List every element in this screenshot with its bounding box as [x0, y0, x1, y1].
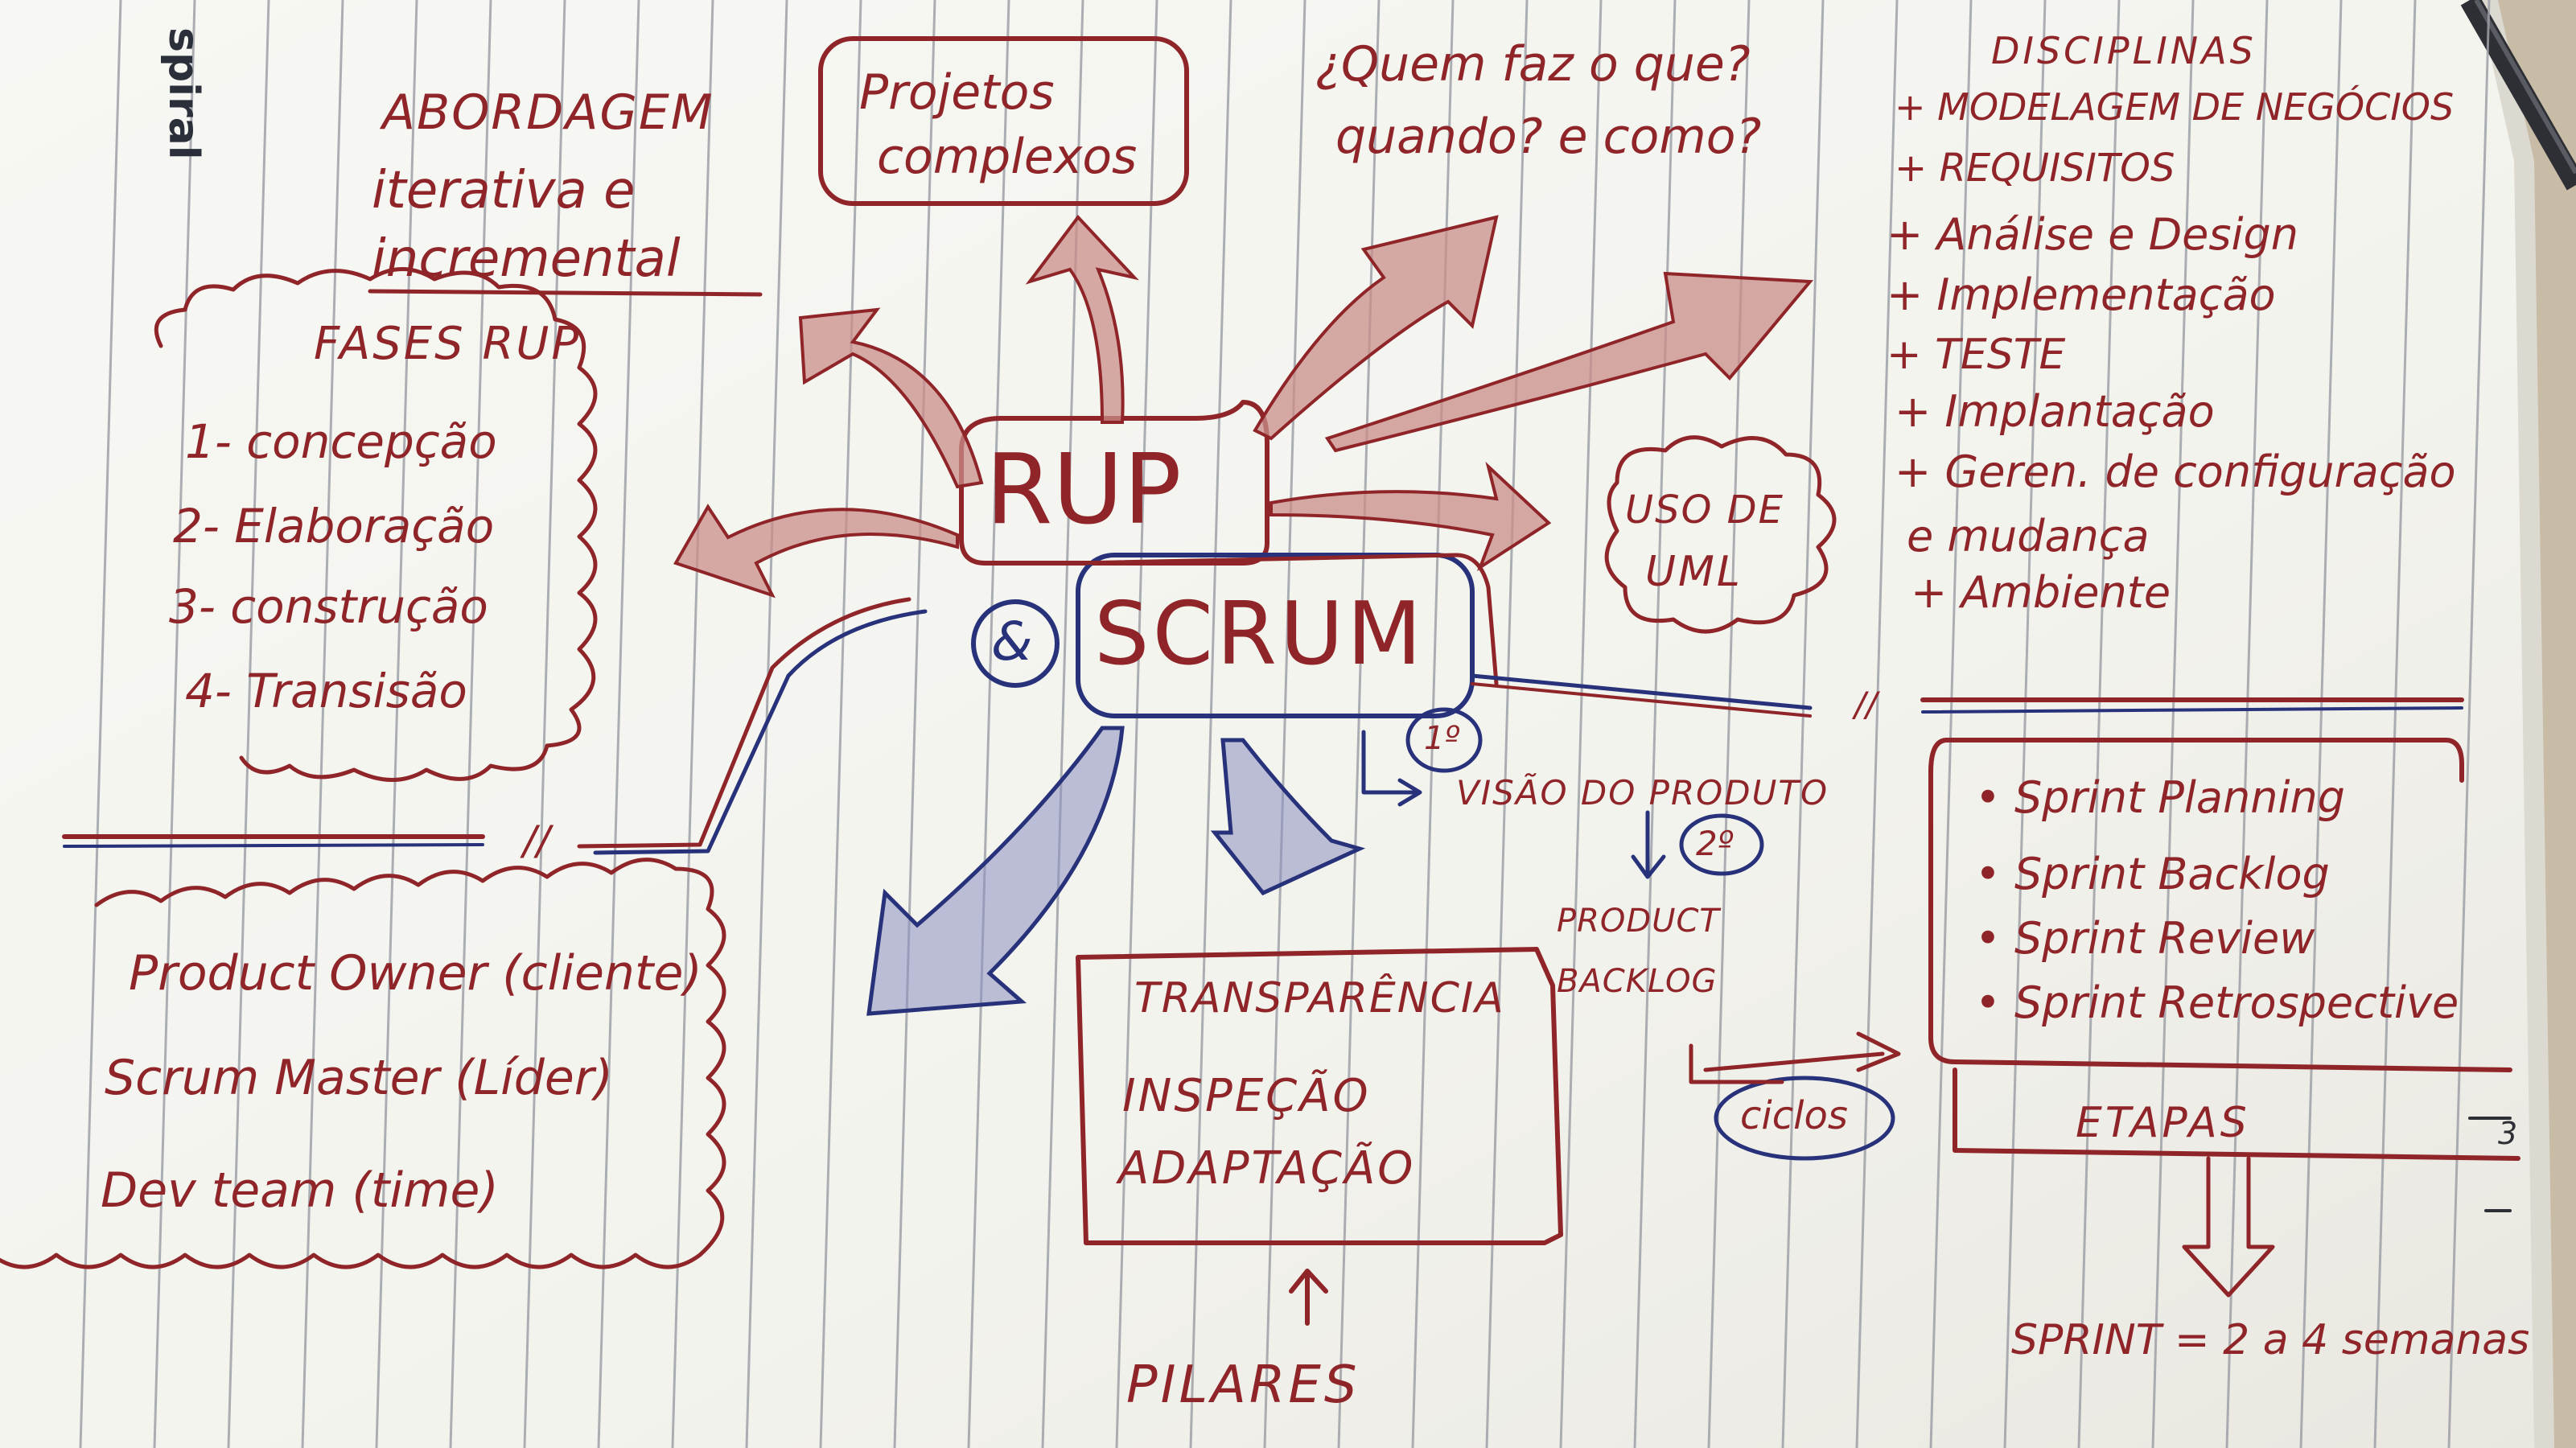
ruled-line [671, 0, 714, 1448]
fases-cloud [154, 267, 598, 782]
ruled-line [301, 0, 344, 1448]
ruled-line [1115, 0, 1158, 1448]
ruled-line [1189, 0, 1232, 1448]
ruled-line [2151, 0, 2195, 1448]
role-1: Product Owner (cliente) [129, 945, 702, 1002]
ruled-line [523, 0, 566, 1448]
visao-produto: VISÃO DO PRODUTO [1456, 773, 1829, 812]
projetos-box [818, 36, 1189, 206]
ruled-line [227, 0, 270, 1448]
ruled-line [1633, 0, 1677, 1448]
backlog-line-2: BACKLOG [1557, 963, 1718, 1000]
ruled-line [153, 0, 196, 1448]
ruled-line [1855, 0, 1899, 1448]
ruled-line [375, 0, 418, 1448]
pilar-1: TRANSPARÊNCIA [1134, 974, 1505, 1022]
sprint-item-4: • Sprint Retrospective [1975, 977, 2459, 1028]
quem-line-1: ¿Quem faz o que? [1315, 36, 1751, 93]
disciplina-4: + Implementação [1887, 269, 2276, 320]
ruled-line [597, 0, 640, 1448]
abordagem-line-3: incremental [372, 229, 681, 289]
uml-line-2: UML [1645, 548, 1743, 596]
role-2: Scrum Master (Líder) [105, 1050, 613, 1106]
abordagem-line-2: iterativa e [372, 161, 636, 220]
disciplina-7: + Geren. de configuração [1895, 446, 2456, 497]
uml-line-1: USO DE [1625, 487, 1784, 533]
fase-3: 3- construção [169, 579, 488, 634]
ciclos-label: ciclos [1740, 1093, 1848, 1138]
ruled-line [893, 0, 936, 1448]
disciplina-2: + REQUISITOS [1895, 146, 2175, 191]
ruled-line [2003, 0, 2047, 1448]
ruled-line [2225, 0, 2269, 1448]
abordagem-line-1: ABORDAGEM [382, 84, 714, 141]
rup-box [959, 400, 1269, 566]
ruled-line [1485, 0, 1529, 1448]
ruled-line [79, 0, 122, 1448]
projetos-line-1: Projetos [859, 64, 1055, 121]
margin-mark-3: 3 [2498, 1116, 2518, 1151]
projetos-line-2: complexos [877, 129, 1138, 185]
fase-1: 1- concepção [185, 414, 497, 469]
disciplina-5: + TESTE [1887, 331, 2066, 379]
disciplina-6: + Implantação [1895, 386, 2215, 437]
ruled-line [819, 0, 862, 1448]
ruled-line [1263, 0, 1307, 1448]
uml-cloud [1604, 435, 1837, 634]
disciplinas-title: DISCIPLINAS [1991, 29, 2257, 72]
pilares-label: PILARES [1126, 1355, 1360, 1415]
backlog-line-1: PRODUCT [1557, 903, 1720, 940]
ruled-line [967, 0, 1010, 1448]
disciplina-9: + Ambiente [1911, 567, 2171, 618]
sprint-item-3: • Sprint Review [1975, 913, 2315, 964]
quem-line-2: quando? e como? [1335, 109, 1762, 165]
etapas-label: ETAPAS [2076, 1099, 2250, 1147]
center-scrum: SCRUM [1094, 584, 1426, 685]
ruled-line [2447, 0, 2491, 1448]
center-and: & [991, 611, 1033, 673]
ruled-line [449, 0, 492, 1448]
ruled-line [2077, 0, 2121, 1448]
ruled-line [2373, 0, 2417, 1448]
disciplina-3: + Análise e Design [1887, 209, 2299, 260]
center-rup: RUP [986, 434, 1182, 546]
sprint-duration: SPRINT = 2 a 4 semanas [2011, 1316, 2530, 1364]
fases-title: FASES RUP [314, 318, 582, 370]
sprint-item-1: • Sprint Planning [1975, 772, 2345, 823]
ruled-line [1781, 0, 1825, 1448]
scrum-box [1076, 553, 1475, 718]
fase-4: 4- Transisão [185, 664, 467, 718]
margin-mark-1: // [523, 817, 550, 864]
sprint-item-2: • Sprint Backlog [1975, 849, 2330, 899]
ruled-line [2299, 0, 2343, 1448]
pilar-3: ADAPTAÇÃO [1118, 1142, 1416, 1195]
fase-2: 2- Elaboração [173, 499, 495, 553]
ruled-line [1707, 0, 1751, 1448]
ruled-line [1559, 0, 1603, 1448]
sprint-box [1928, 738, 2512, 1072]
pilares-box [1076, 947, 1563, 1245]
ruled-line [1337, 0, 1381, 1448]
step-1-badge: 1º [1424, 720, 1460, 757]
disciplina-8: e mudança [1907, 511, 2150, 562]
ruled-line [1929, 0, 1973, 1448]
role-3: Dev team (time) [101, 1162, 499, 1219]
margin-mark-2: // [1854, 685, 1878, 724]
step-2-badge: 2º [1696, 824, 1734, 863]
roles-cloud [0, 858, 726, 1269]
disciplina-1: + MODELAGEM DE NEGÓCIOS [1895, 85, 2455, 129]
pilar-2: INSPEÇÃO [1122, 1070, 1371, 1122]
